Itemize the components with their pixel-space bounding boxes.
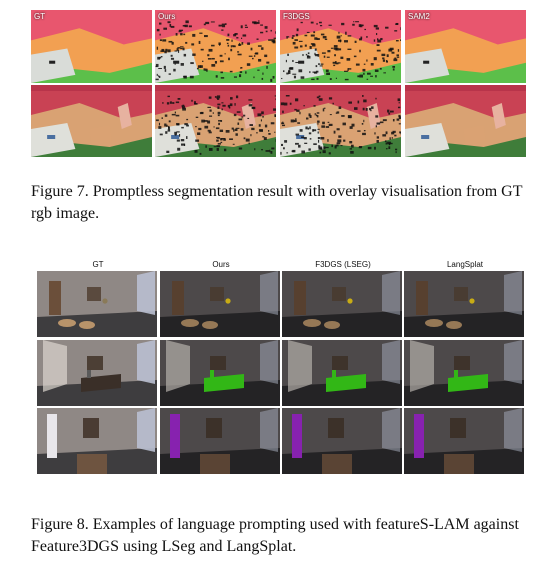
column-header-ours: Ours [212,260,230,269]
column-header-f3dgs-lseg: F3DGS (LSEG) [315,260,371,269]
f7-segmentation-sam2 [405,10,526,83]
tile-label-gt: GT [34,12,46,21]
f8-render-cabinet-langsplat [404,340,524,406]
tile-label-f3dgs: F3DGS [283,12,310,21]
figure-7-caption: Figure 7. Promptless segmentation result… [31,183,523,222]
f8-render-door-langsplat [404,408,524,474]
f8-render-cabinet-gt [37,340,157,406]
f7-overlay-f3dgs [280,85,401,157]
f8-render-vase-f3dgs-lseg [282,271,402,337]
figure-8-caption: Figure 8. Examples of language prompting… [31,516,519,555]
f7-segmentation-f3dgs [280,10,401,83]
f7-segmentation-gt [31,10,152,83]
f8-render-cabinet-f3dgs-lseg [282,340,402,406]
f7-overlay-ours [155,85,276,157]
f8-render-door-f3dgs-lseg [282,408,402,474]
f8-render-cabinet-ours [160,340,280,406]
f8-render-vase-langsplat [404,271,524,337]
column-header-langsplat: LangSplat [446,260,484,269]
tile-label-ours: Ours [158,12,176,21]
f8-render-vase-ours [160,271,280,337]
f7-overlay-sam2 [405,85,526,157]
tile-label-sam2: SAM2 [408,12,430,21]
f7-segmentation-ours [155,10,276,83]
f8-render-door-ours [160,408,280,474]
f8-render-door-gt [37,408,157,474]
f8-render-vase-gt [37,271,157,337]
column-header-gt: GT [92,260,104,269]
f7-overlay-gt [31,85,152,157]
